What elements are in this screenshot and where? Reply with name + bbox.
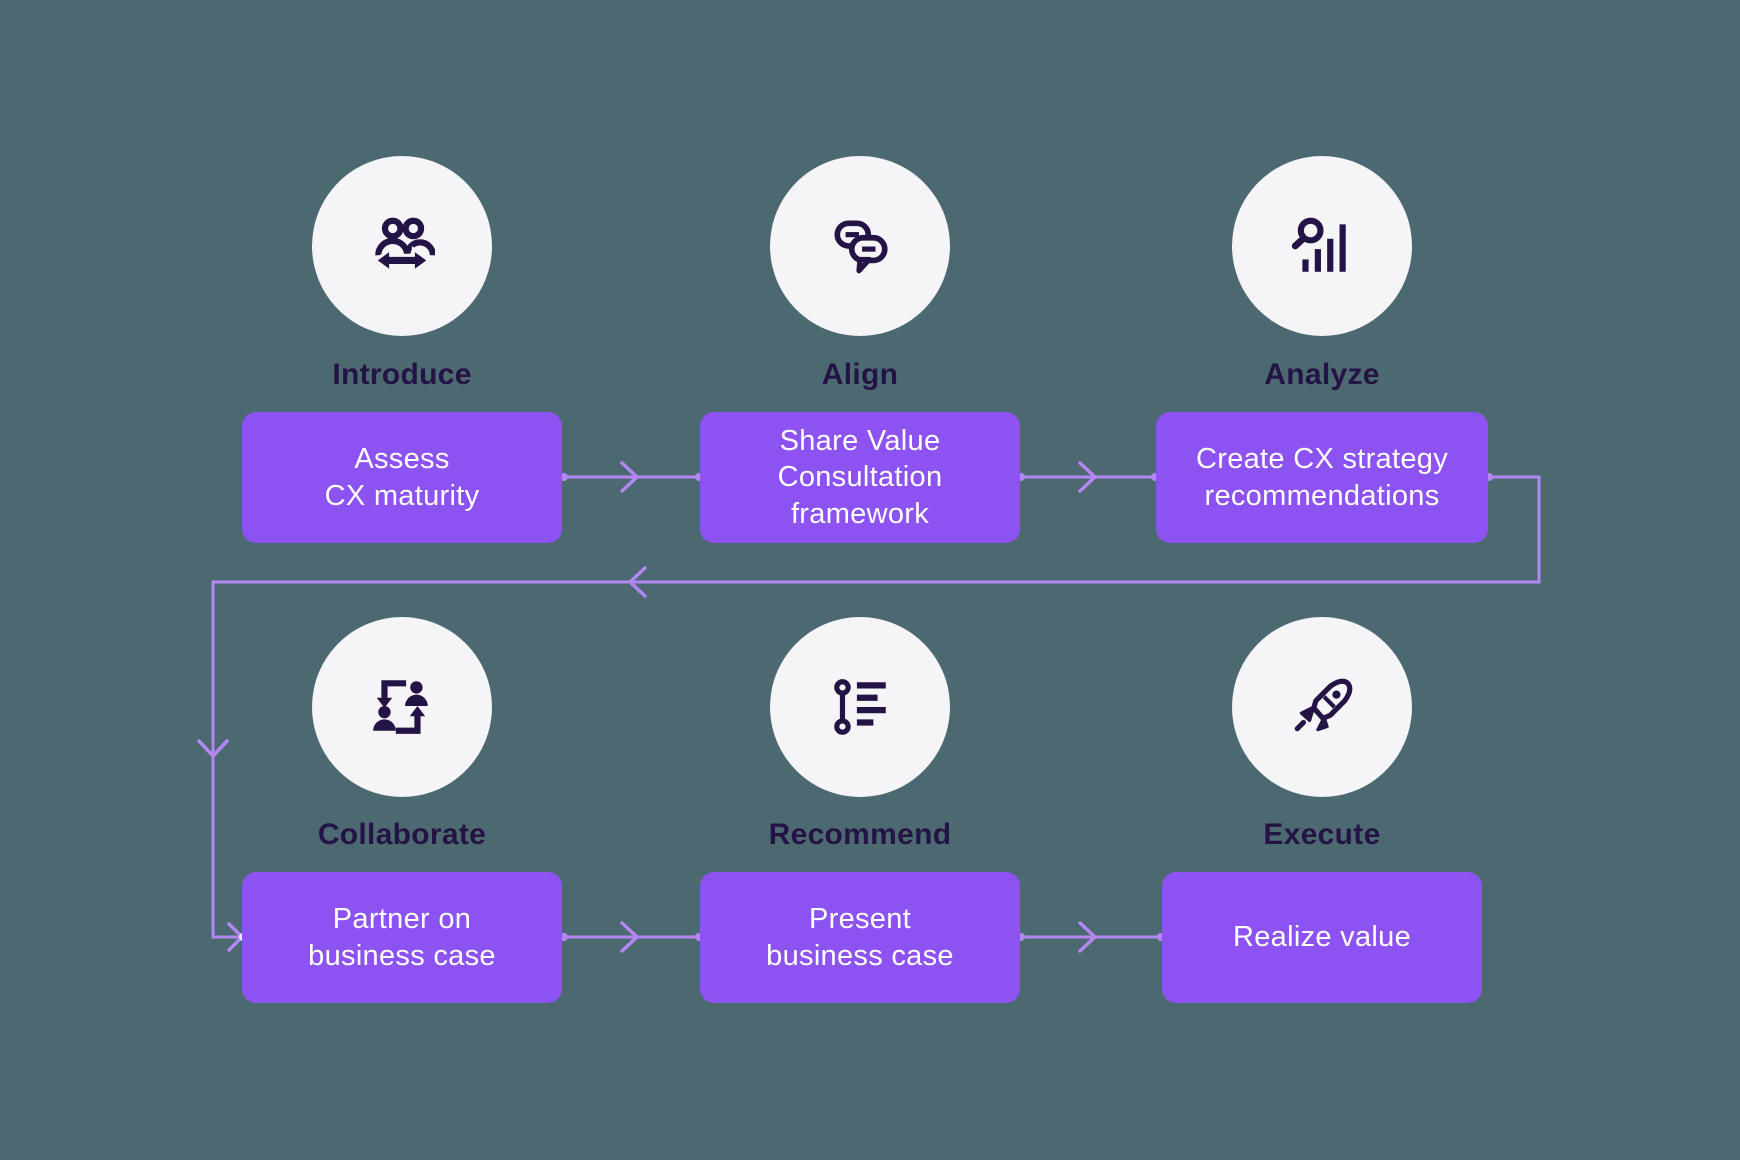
step-circle-recommend <box>770 617 950 797</box>
people-exchange-icon <box>372 217 435 275</box>
step-circle-execute <box>1232 617 1412 797</box>
card-text: Partner on business case <box>308 902 496 972</box>
step-label-execute: Execute <box>1263 818 1381 851</box>
people-cycle-icon <box>373 680 428 734</box>
milestone-list-icon <box>834 679 886 735</box>
step-circle-introduce <box>312 156 492 336</box>
step-label-introduce: Introduce <box>332 358 472 391</box>
step-circle-collaborate <box>312 617 492 797</box>
speech-bubbles-icon <box>834 220 888 274</box>
card-partner-business-case: Partner on business case <box>242 872 562 1003</box>
card-assess-cx-maturity: Assess CX maturity <box>242 412 562 543</box>
step-label-analyze: Analyze <box>1264 358 1380 391</box>
card-text: Assess CX maturity <box>324 442 480 512</box>
step-circle-align <box>770 156 950 336</box>
card-text: Present business case <box>766 902 954 972</box>
card-text: Share Value Consultation framework <box>777 424 943 530</box>
card-create-cx-strategy: Create CX strategy recommendations <box>1156 412 1488 543</box>
step-circle-analyze <box>1232 156 1412 336</box>
card-realize-value: Realize value <box>1162 872 1482 1003</box>
rocket-icon <box>1294 678 1353 732</box>
card-text: Realize value <box>1233 921 1411 954</box>
search-bar-chart-icon <box>1291 217 1346 272</box>
card-present-business-case: Present business case <box>700 872 1020 1003</box>
step-label-recommend: Recommend <box>768 818 952 851</box>
card-share-value-consultation: Share Value Consultation framework <box>700 412 1020 543</box>
step-label-collaborate: Collaborate <box>317 818 487 851</box>
step-label-align: Align <box>821 358 899 391</box>
card-text: Create CX strategy recommendations <box>1196 442 1448 512</box>
